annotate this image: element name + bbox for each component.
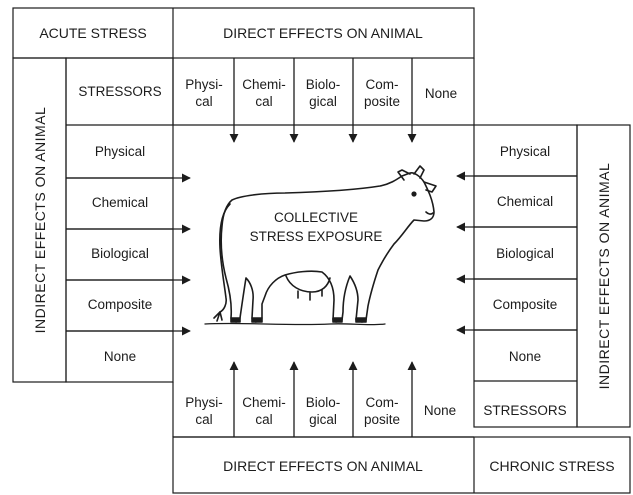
left-row-physical: Physical [95,144,145,159]
acute-stress-label: ACUTE STRESS [39,25,146,41]
bottom-col-physical-line1: Physi- [185,395,223,410]
right-row-physical: Physical [500,144,550,159]
right-row-biological: Biological [496,246,554,261]
top-col-composite-line2: posite [364,94,400,109]
bottom-col-none: None [424,403,456,418]
top-col-chemical-line2: cal [255,94,272,109]
top-stressor-columns: Physi- cal Chemi- cal Biolo- gical Com- … [185,77,457,109]
bottom-stressor-columns: Physi- cal Chemi- cal Biolo- gical Com- … [185,395,456,427]
left-row-biological: Biological [91,246,149,261]
top-col-physical-line1: Physi- [185,77,223,92]
bottom-col-composite-line2: posite [364,412,400,427]
left-row-none: None [104,349,136,364]
indirect-effects-right-label: INDIRECT EFFECTS ON ANIMAL [596,163,612,390]
top-col-composite-line1: Com- [366,77,399,92]
bottom-col-biological-line2: gical [309,412,337,427]
indirect-effects-left-label: INDIRECT EFFECTS ON ANIMAL [32,107,48,334]
top-col-chemical-line1: Chemi- [242,77,286,92]
right-row-composite: Composite [493,297,558,312]
bottom-col-composite-line1: Com- [366,395,399,410]
center-caption-line2: STRESS EXPOSURE [250,229,383,244]
left-row-composite: Composite [88,297,153,312]
right-row-chemical: Chemical [497,194,553,209]
cow-illustration [205,166,436,325]
top-col-biological-line2: gical [309,94,337,109]
bottom-col-chemical-line2: cal [255,412,272,427]
bottom-col-chemical-line1: Chemi- [242,395,286,410]
stressors-label-left: STRESSORS [78,84,161,99]
top-col-none: None [425,86,457,101]
right-row-none: None [509,349,541,364]
direct-effects-top-label: DIRECT EFFECTS ON ANIMAL [223,25,423,41]
bottom-col-biological-line1: Biolo- [306,395,341,410]
left-row-chemical: Chemical [92,195,148,210]
direct-effects-bottom-label: DIRECT EFFECTS ON ANIMAL [223,458,423,474]
stressors-label-right: STRESSORS [483,403,566,418]
top-col-physical-line2: cal [195,94,212,109]
chronic-stress-label: CHRONIC STRESS [489,458,614,474]
bottom-col-physical-line2: cal [195,412,212,427]
center-caption-line1: COLLECTIVE [274,210,358,225]
top-col-biological-line1: Biolo- [306,77,341,92]
right-stressor-rows: Physical Chemical Biological Composite N… [493,144,558,364]
